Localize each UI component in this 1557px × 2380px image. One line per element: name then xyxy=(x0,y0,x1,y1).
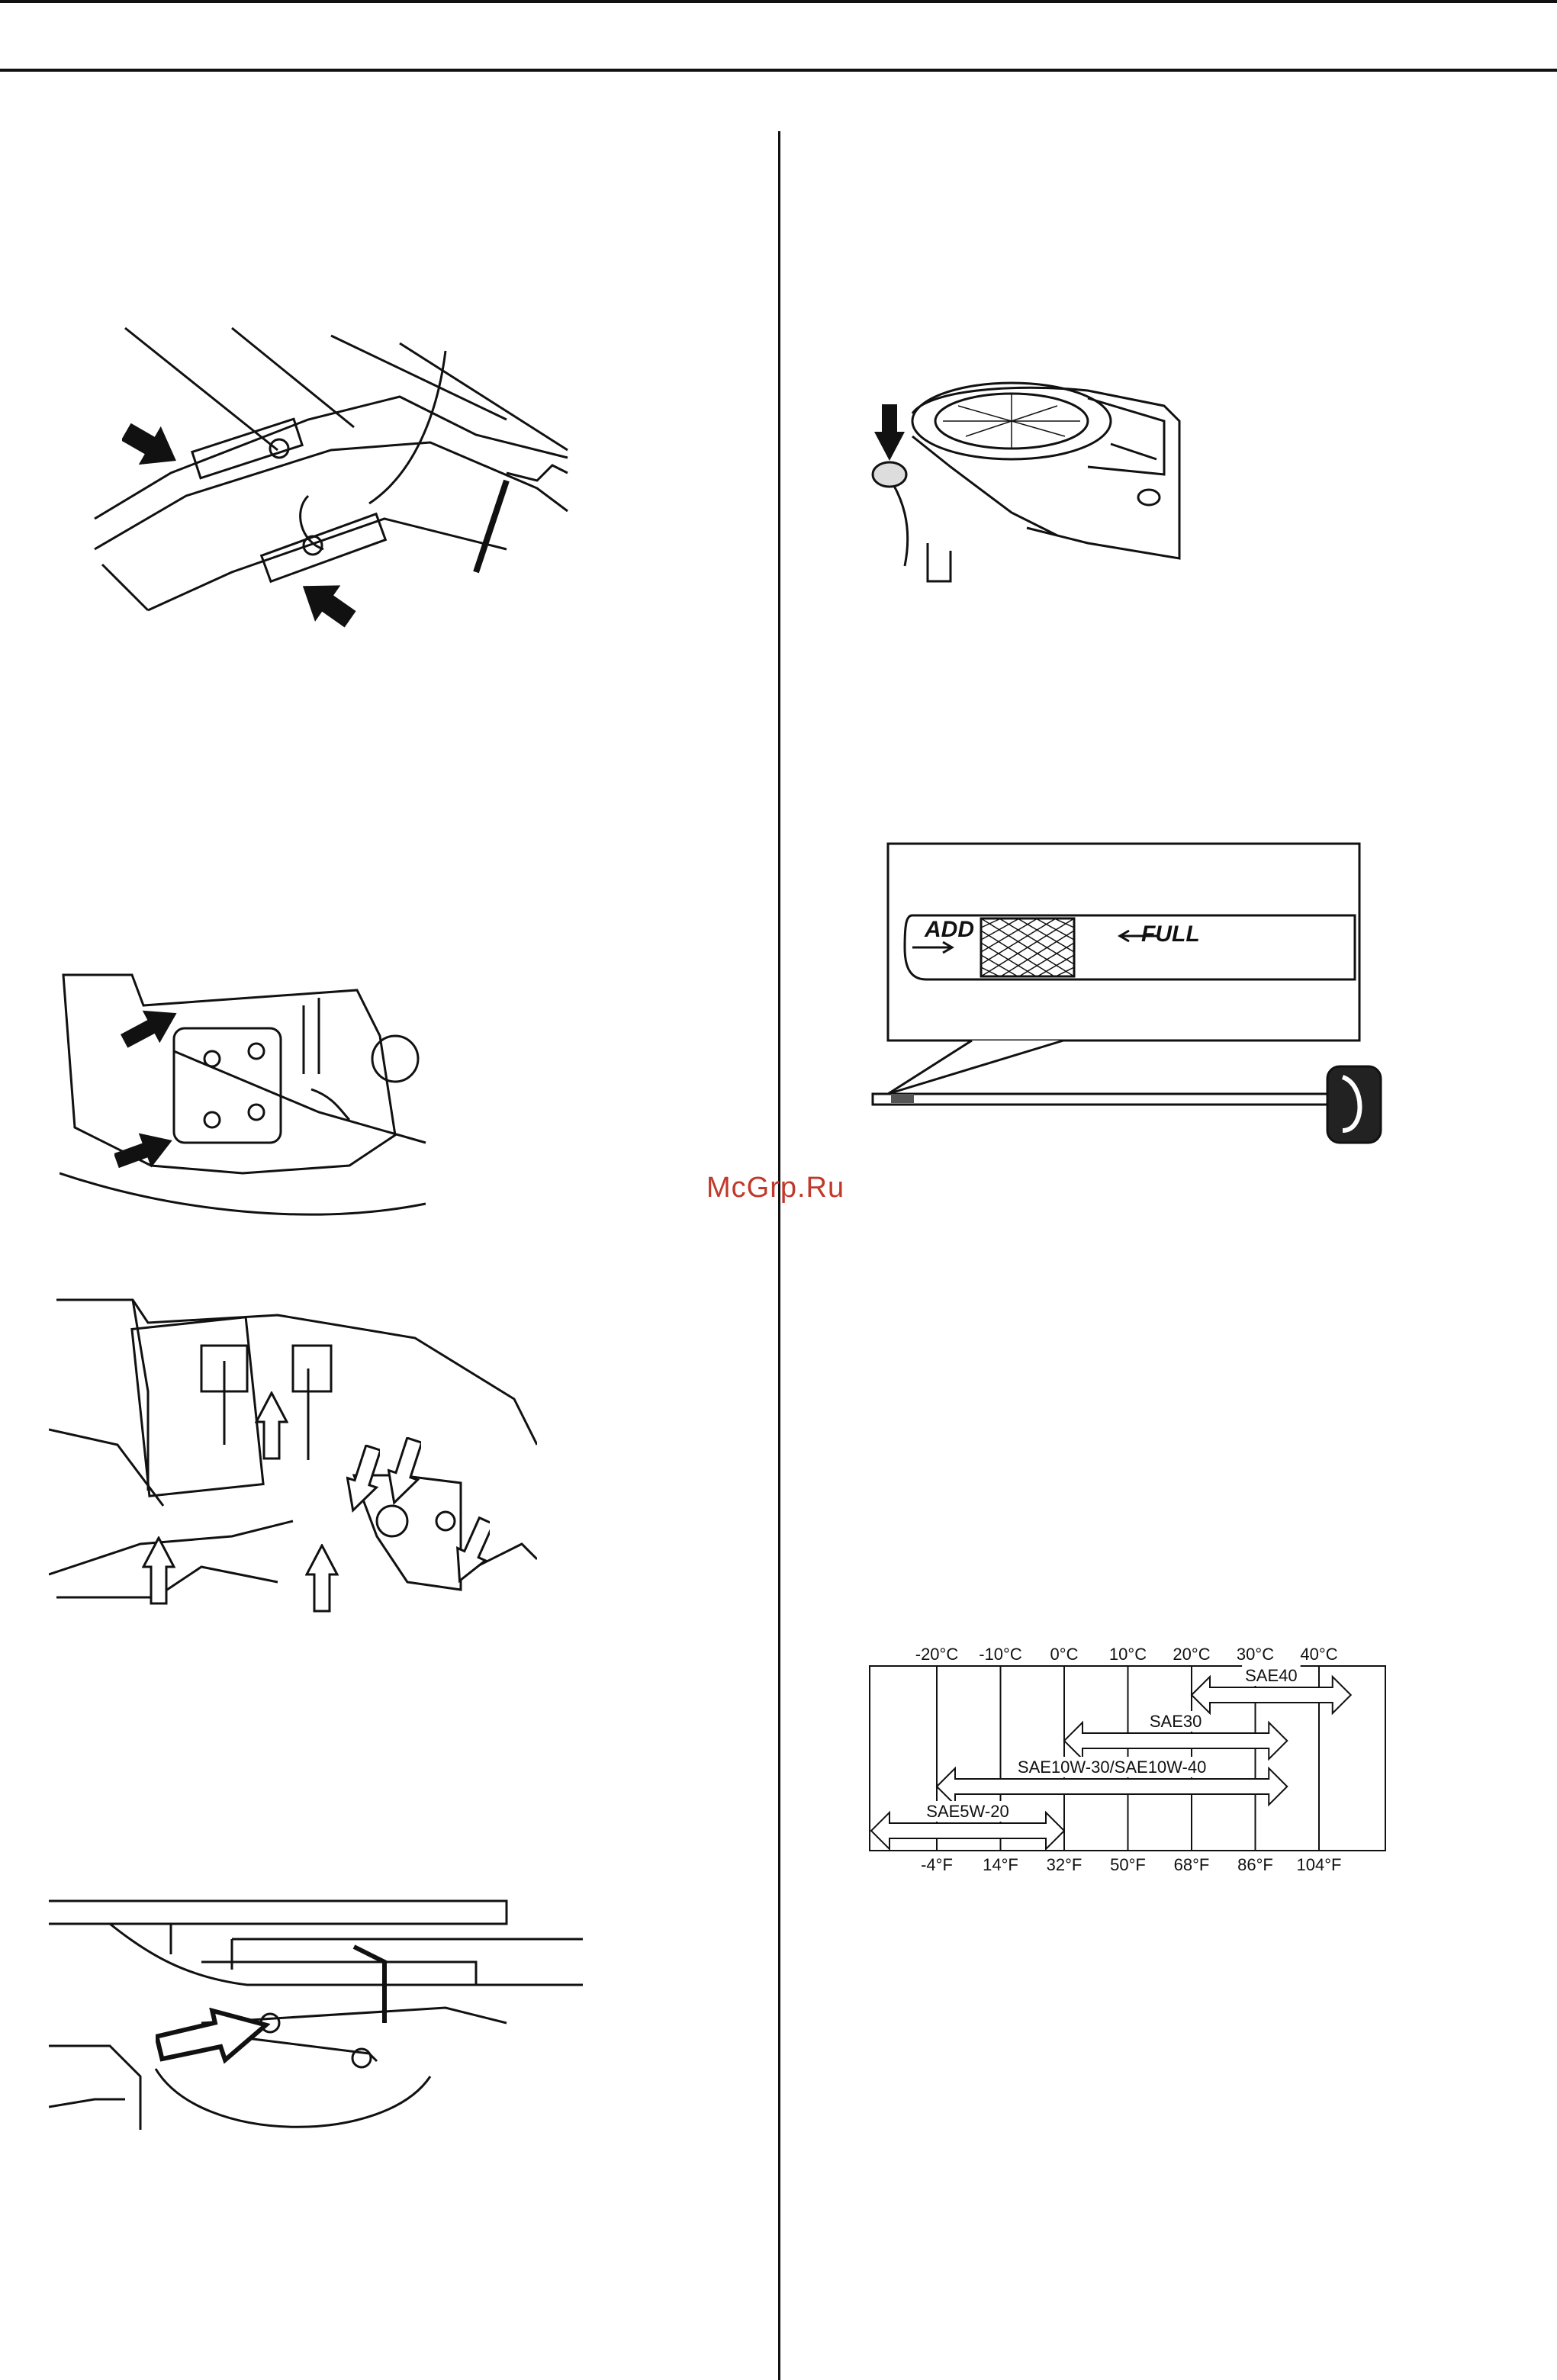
fahrenheit-tick-label: 68°F xyxy=(1174,1855,1210,1874)
grade-label: SAE10W-30/SAE10W-40 xyxy=(1018,1758,1206,1777)
celsius-tick-label: 20°C xyxy=(1173,1645,1210,1664)
figure-oil-fill xyxy=(859,375,1187,597)
arrow-icon xyxy=(388,1437,421,1506)
figure-belt-tensioner xyxy=(49,1893,590,2130)
arrow-icon xyxy=(142,1536,175,1605)
arrow-icon xyxy=(156,2008,270,2069)
fahrenheit-tick-label: 86°F xyxy=(1237,1855,1273,1874)
column-divider xyxy=(778,131,780,2380)
figure-dipstick: ADD FULL xyxy=(870,841,1404,1146)
celsius-tick-label: -20°C xyxy=(915,1645,959,1664)
figure-cable-attachment xyxy=(60,960,441,1219)
dipstick-full-label: FULL xyxy=(1141,921,1200,947)
arrow-icon xyxy=(122,420,183,473)
grade-label: SAE5W-20 xyxy=(926,1802,1009,1821)
arrow-icon xyxy=(114,1127,175,1173)
fahrenheit-tick-label: 50°F xyxy=(1110,1855,1146,1874)
arrow-icon xyxy=(121,1004,182,1050)
grade-label: SAE40 xyxy=(1245,1666,1298,1685)
arrow-icon xyxy=(305,1544,339,1613)
celsius-tick-label: 30°C xyxy=(1237,1645,1274,1664)
fahrenheit-tick-label: 14°F xyxy=(983,1855,1018,1874)
grade-label: SAE30 xyxy=(1150,1712,1202,1731)
watermark-text: McGrp.Ru xyxy=(706,1172,844,1204)
arrow-icon xyxy=(456,1516,490,1585)
figure-mounting-bolts xyxy=(49,1292,537,1628)
arrow-icon xyxy=(346,1445,380,1513)
figure-pedal-adjustment xyxy=(79,320,575,633)
dipstick-add-label: ADD xyxy=(925,917,974,943)
fahrenheit-tick-label: 104°F xyxy=(1297,1855,1342,1874)
header-rule xyxy=(0,69,1557,72)
figure-oil-viscosity-chart: -20°C -4°F -10°C 14°F 0°C 32°F 10°C 50°F 20°C 68°… xyxy=(862,1640,1396,1884)
celsius-tick-label: 0°C xyxy=(1050,1645,1079,1664)
fahrenheit-tick-label: 32°F xyxy=(1047,1855,1083,1874)
arrow-icon xyxy=(298,576,359,629)
celsius-tick-label: -10°C xyxy=(979,1645,1022,1664)
arrow-icon xyxy=(873,404,906,462)
top-border-rule xyxy=(0,0,1557,3)
celsius-tick-label: 10°C xyxy=(1109,1645,1147,1664)
arrow-icon xyxy=(255,1391,288,1460)
fahrenheit-tick-label: -4°F xyxy=(921,1855,953,1874)
celsius-tick-label: 40°C xyxy=(1300,1645,1337,1664)
